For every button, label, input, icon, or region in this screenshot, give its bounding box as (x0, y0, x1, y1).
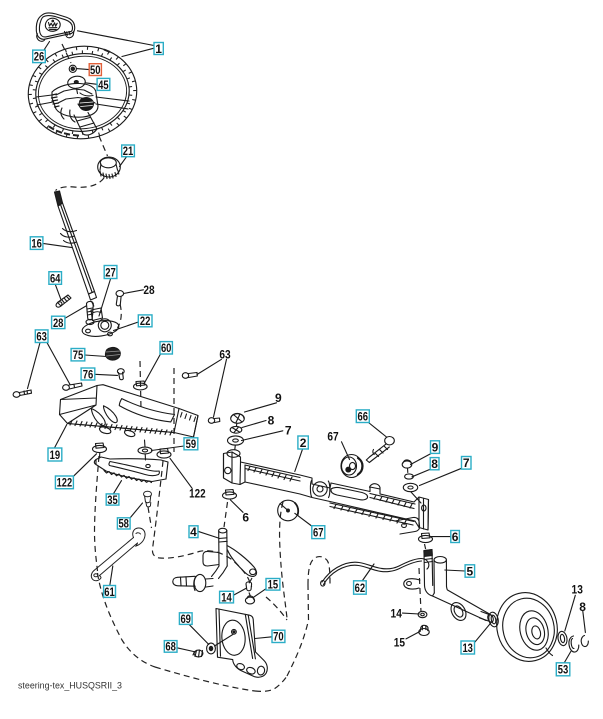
svg-text:67: 67 (313, 526, 324, 540)
svg-text:35: 35 (107, 493, 118, 507)
svg-text:58: 58 (118, 516, 129, 530)
svg-text:53: 53 (558, 663, 569, 677)
svg-text:21: 21 (123, 144, 134, 158)
svg-text:64: 64 (50, 271, 61, 285)
svg-text:9: 9 (432, 440, 439, 454)
svg-text:15: 15 (394, 636, 406, 650)
svg-text:50: 50 (90, 63, 101, 77)
svg-text:61: 61 (104, 585, 115, 599)
svg-text:75: 75 (73, 348, 84, 362)
svg-text:1: 1 (155, 42, 162, 56)
svg-text:122: 122 (189, 486, 206, 500)
svg-text:6: 6 (452, 530, 459, 544)
svg-text:62: 62 (355, 581, 366, 595)
svg-text:8: 8 (579, 600, 586, 614)
svg-text:27: 27 (105, 265, 116, 279)
svg-text:4: 4 (190, 525, 197, 539)
svg-text:19: 19 (50, 448, 61, 462)
svg-text:6: 6 (242, 510, 249, 524)
svg-text:13: 13 (462, 641, 473, 655)
svg-text:5: 5 (466, 564, 473, 578)
svg-text:67: 67 (327, 430, 339, 444)
svg-text:69: 69 (180, 612, 191, 626)
svg-text:steering-tex_HUSQSRII_3: steering-tex_HUSQSRII_3 (18, 681, 122, 691)
svg-text:63: 63 (219, 347, 231, 361)
svg-text:26: 26 (34, 50, 45, 64)
svg-text:63: 63 (36, 330, 47, 344)
svg-text:59: 59 (186, 437, 197, 451)
svg-text:14: 14 (391, 606, 403, 620)
svg-text:13: 13 (572, 583, 584, 597)
svg-text:14: 14 (221, 590, 232, 604)
svg-text:9: 9 (275, 391, 282, 405)
svg-text:28: 28 (53, 316, 64, 330)
svg-text:70: 70 (273, 630, 284, 644)
svg-text:16: 16 (31, 237, 42, 251)
svg-text:2: 2 (300, 436, 307, 450)
svg-text:22: 22 (140, 314, 151, 328)
svg-text:68: 68 (165, 640, 176, 654)
svg-text:60: 60 (161, 341, 172, 355)
svg-text:76: 76 (83, 367, 94, 381)
svg-text:122: 122 (57, 476, 73, 490)
svg-text:66: 66 (358, 410, 369, 424)
svg-text:7: 7 (285, 424, 292, 438)
svg-text:45: 45 (98, 78, 109, 92)
svg-text:28: 28 (143, 283, 155, 297)
svg-text:7: 7 (463, 456, 470, 470)
svg-text:15: 15 (268, 578, 279, 592)
svg-text:8: 8 (431, 457, 438, 471)
svg-text:8: 8 (268, 414, 275, 428)
